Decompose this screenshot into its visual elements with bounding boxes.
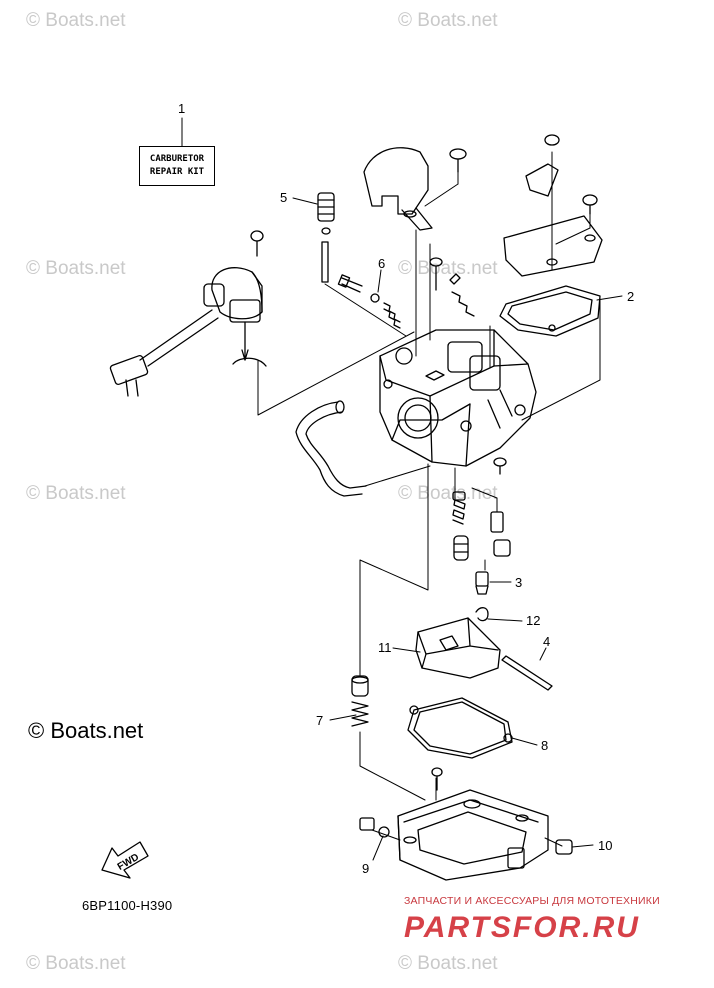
- callout-12: 12: [526, 613, 541, 628]
- assembly-guide-lines: [257, 151, 601, 847]
- watermark: © Boats.net: [398, 258, 498, 279]
- diagram-reference-code: 6BP1100-H390: [82, 898, 173, 913]
- callout-8: 8: [541, 738, 549, 753]
- main-jet-set: [452, 457, 511, 561]
- callout-2: 2: [627, 289, 635, 304]
- body-screws: [429, 257, 475, 317]
- callout-7: 7: [316, 713, 324, 728]
- carburetor-body: [379, 329, 537, 467]
- watermark: © Boats.net: [26, 258, 126, 279]
- needle-valve: [475, 571, 489, 622]
- throttle-bracket: [363, 147, 467, 231]
- callout-4: 4: [543, 634, 551, 649]
- fwd-arrow-icon: FWD: [101, 841, 149, 879]
- repair-kit-line2: REPAIR KIT: [149, 167, 205, 177]
- float: [415, 617, 501, 679]
- float-valve-seat: [317, 192, 335, 283]
- callout-6: 6: [378, 256, 386, 271]
- callout-5: 5: [280, 190, 288, 205]
- callout-11: 11: [378, 640, 392, 655]
- callout-9: 9: [362, 861, 370, 876]
- callout-1: 1: [178, 101, 186, 116]
- copyright-mark: © Boats.net: [28, 718, 144, 743]
- watermark: © Boats.net: [26, 10, 126, 31]
- watermark: © Boats.net: [26, 483, 126, 504]
- choke-solenoid: [109, 230, 267, 397]
- watermark: © Boats.net: [26, 953, 126, 974]
- fuel-hose: [295, 400, 367, 497]
- cover-plate: [503, 134, 603, 277]
- shop-logo: PARTSFOR.RU: [404, 911, 640, 944]
- float-bowl: [397, 789, 549, 881]
- callout-10: 10: [598, 838, 613, 853]
- bowl-screws: [359, 767, 573, 855]
- repair-kit-label: CARBURETOR REPAIR KIT: [139, 146, 215, 186]
- leader-lines: [181, 117, 623, 861]
- watermark: © Boats.net: [398, 953, 498, 974]
- pilot-screw-set: [337, 274, 401, 329]
- shop-tagline: ЗАПЧАСТИ И АКСЕССУАРЫ ДЛЯ МОТОТЕХНИКИ: [404, 895, 660, 907]
- drain-spring: [351, 675, 369, 727]
- watermark: © Boats.net: [398, 10, 498, 31]
- float-chamber-gasket: [407, 697, 513, 759]
- cover-gasket: [499, 285, 601, 337]
- float-pin: [501, 655, 553, 691]
- callout-3: 3: [515, 575, 523, 590]
- repair-kit-line1: CARBURETOR: [149, 154, 205, 164]
